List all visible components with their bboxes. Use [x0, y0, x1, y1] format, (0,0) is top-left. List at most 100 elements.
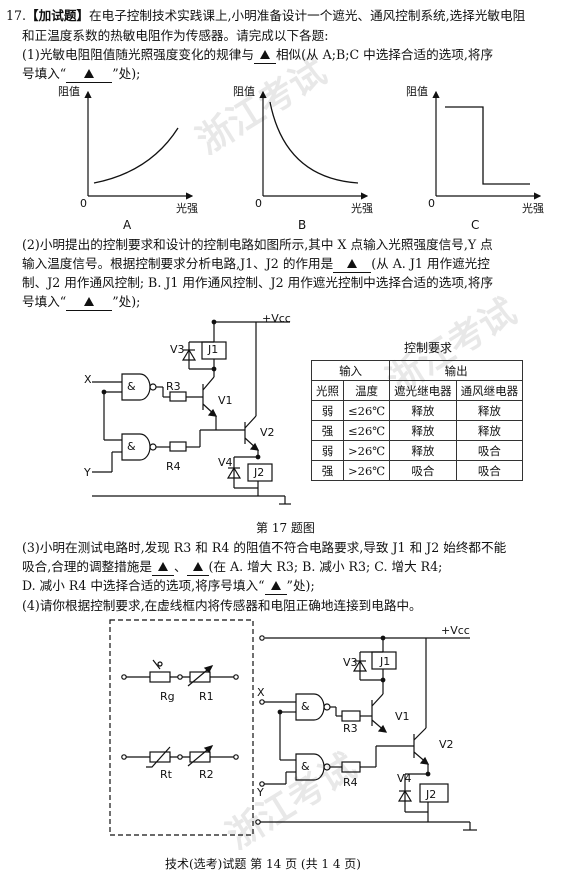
graph-b-origin: 0 — [255, 197, 262, 210]
table-cell: 吸合 — [455, 460, 524, 481]
triangle-icon — [192, 562, 203, 571]
graph-b-label: B — [298, 218, 307, 232]
table-cell: 吸合 — [455, 440, 524, 461]
circuit2-rt-label: Rt — [160, 768, 172, 781]
graph-a-ylabel: 阻值 — [58, 85, 80, 98]
circuit1-v4-label: V4 — [218, 456, 233, 469]
table-cell: 吸合 — [389, 460, 457, 481]
table-header: 温度 — [342, 380, 391, 401]
table-cell: 强 — [311, 420, 344, 441]
circuit1-r4-label: R4 — [166, 460, 181, 473]
graph-c — [432, 90, 542, 200]
circuit-diagram-1 — [92, 319, 291, 505]
triangle-icon — [84, 69, 95, 78]
circuit1-j1-label: J1 — [208, 343, 219, 356]
answer-blank — [186, 558, 209, 576]
circuit2-gate2-label: & — [301, 760, 310, 773]
table-cell: 释放 — [455, 420, 524, 441]
table-cell: 释放 — [455, 400, 524, 421]
table-row: 强 >26℃ 吸合 吸合 — [311, 460, 524, 481]
triangle-icon — [157, 562, 168, 571]
graph-a-label: A — [123, 218, 132, 232]
part2-line-1: (2)小明提出的控制要求和设计的控制电路如图所示,其中 X 点输入光照强度信号,… — [22, 237, 493, 252]
circuit2-x-label: X — [257, 686, 265, 699]
table-cell: 释放 — [389, 440, 457, 461]
graph-a-origin: 0 — [80, 197, 87, 210]
part1-line-1: (1)光敏电阻阻值随光照强度变化的规律与相似(从 A;B;C 中选择合适的选项,… — [22, 46, 494, 64]
table-header: 通风继电器 — [455, 380, 524, 401]
triangle-icon — [259, 50, 270, 59]
circuit-diagram-2 — [109, 619, 477, 836]
circuit1-v3-label: V3 — [170, 343, 185, 356]
graph-b — [259, 90, 369, 200]
circuit2-r1-label: R1 — [199, 690, 214, 703]
table-header: 光照 — [311, 380, 344, 401]
circuit2-vcc-label: +Vcc — [441, 624, 470, 637]
graph-c-label: C — [471, 218, 480, 232]
answer-blank — [253, 46, 276, 64]
circuit1-gate1-label: & — [127, 380, 136, 393]
circuit2-rg-label: Rg — [160, 690, 175, 703]
table-title: 控制要求 — [404, 341, 453, 355]
table-cell: 弱 — [311, 440, 344, 461]
circuit1-gate2-label: & — [127, 440, 136, 453]
answer-blank — [151, 558, 174, 576]
graph-b-xlabel: 光强 — [351, 202, 373, 215]
circuit1-v2-label: V2 — [260, 426, 275, 439]
circuit2-j2-label: J2 — [426, 788, 437, 801]
table-cell: 弱 — [311, 400, 344, 421]
table-group-output: 输出 — [389, 360, 524, 381]
graph-a-xlabel: 光强 — [176, 202, 198, 215]
circuit2-gate1-label: & — [301, 700, 310, 713]
circuit1-j2-label: J2 — [254, 466, 265, 479]
table-row: 弱 >26℃ 释放 吸合 — [311, 440, 524, 461]
table-cell: >26℃ — [342, 460, 391, 481]
control-table: 输入 输出 光照 温度 遮光继电器 通风继电器 弱 ≤26℃ 释放 释放 强 ≤… — [310, 360, 524, 481]
table-cell: 释放 — [389, 420, 457, 441]
circuit2-v2-label: V2 — [439, 738, 454, 751]
table-cell: ≤26℃ — [342, 420, 391, 441]
part3-line-3: D. 减小 R4 中选择合适的选项,将序号填入“”处); — [22, 577, 315, 595]
part2-line-2: 输入温度信号。根据控制要求分析电路,J1、J2 的作用是(从 A. J1 用作遮… — [22, 255, 490, 273]
triangle-icon — [347, 259, 358, 268]
figure-caption: 第 17 题图 — [256, 521, 315, 535]
question-line-1: 17.【加试题】在电子控制技术实践课上,小明准备设计一个遮光、通风控制系统,选择… — [6, 8, 526, 23]
circuit2-r3-label: R3 — [343, 722, 358, 735]
graphs — [84, 90, 542, 200]
answer-blank — [264, 577, 287, 595]
circuit1-v1-label: V1 — [218, 394, 233, 407]
circuit1-vcc-label: +Vcc — [262, 312, 291, 325]
circuit1-r3-label: R3 — [166, 380, 181, 393]
triangle-icon — [270, 581, 281, 590]
circuit2-v1-label: V1 — [395, 710, 410, 723]
graph-a — [84, 90, 194, 200]
circuit2-r2-label: R2 — [199, 768, 214, 781]
table-cell: ≤26℃ — [342, 400, 391, 421]
graph-c-ylabel: 阻值 — [406, 85, 428, 98]
table-row: 弱 ≤26℃ 释放 释放 — [311, 400, 524, 421]
graph-c-origin: 0 — [428, 197, 435, 210]
graph-c-xlabel: 光强 — [522, 202, 544, 215]
graph-b-ylabel: 阻值 — [233, 85, 255, 98]
question-line-2: 和正温度系数的热敏电阻作为传感器。请完成以下各题: — [22, 28, 329, 43]
circuit2-v3-label: V3 — [343, 656, 358, 669]
table-header: 遮光继电器 — [389, 380, 457, 401]
table-cell: 释放 — [389, 400, 457, 421]
circuit2-y-label: Y — [257, 786, 264, 799]
table-group-input: 输入 — [310, 360, 391, 381]
circuit1-y-label: Y — [84, 466, 91, 479]
table-cell: >26℃ — [342, 440, 391, 461]
part4-line: (4)请你根据控制要求,在虚线框内将传感器和电阻正确地连接到电路中。 — [22, 598, 422, 613]
part2-line-3: 制、J2 用作通风控制; B. J1 用作通风控制、J2 用作遮光控制中选择合适… — [22, 275, 494, 290]
part3-line-2: 吸合,合理的调整措施是、(在 A. 增大 R3; B. 减小 R3; C. 增大… — [22, 558, 443, 576]
circuit2-r4-label: R4 — [343, 776, 358, 789]
part2-line-4: 号填入“”处); — [22, 293, 141, 311]
answer-blank — [66, 65, 113, 83]
circuit2-v4-label: V4 — [397, 772, 412, 785]
table-cell: 强 — [311, 460, 344, 481]
answer-blank — [66, 293, 113, 311]
circuit1-x-label: X — [84, 373, 92, 386]
circuit2-j1-label: J1 — [380, 655, 391, 668]
answer-blank — [333, 255, 372, 273]
triangle-icon — [84, 297, 95, 306]
